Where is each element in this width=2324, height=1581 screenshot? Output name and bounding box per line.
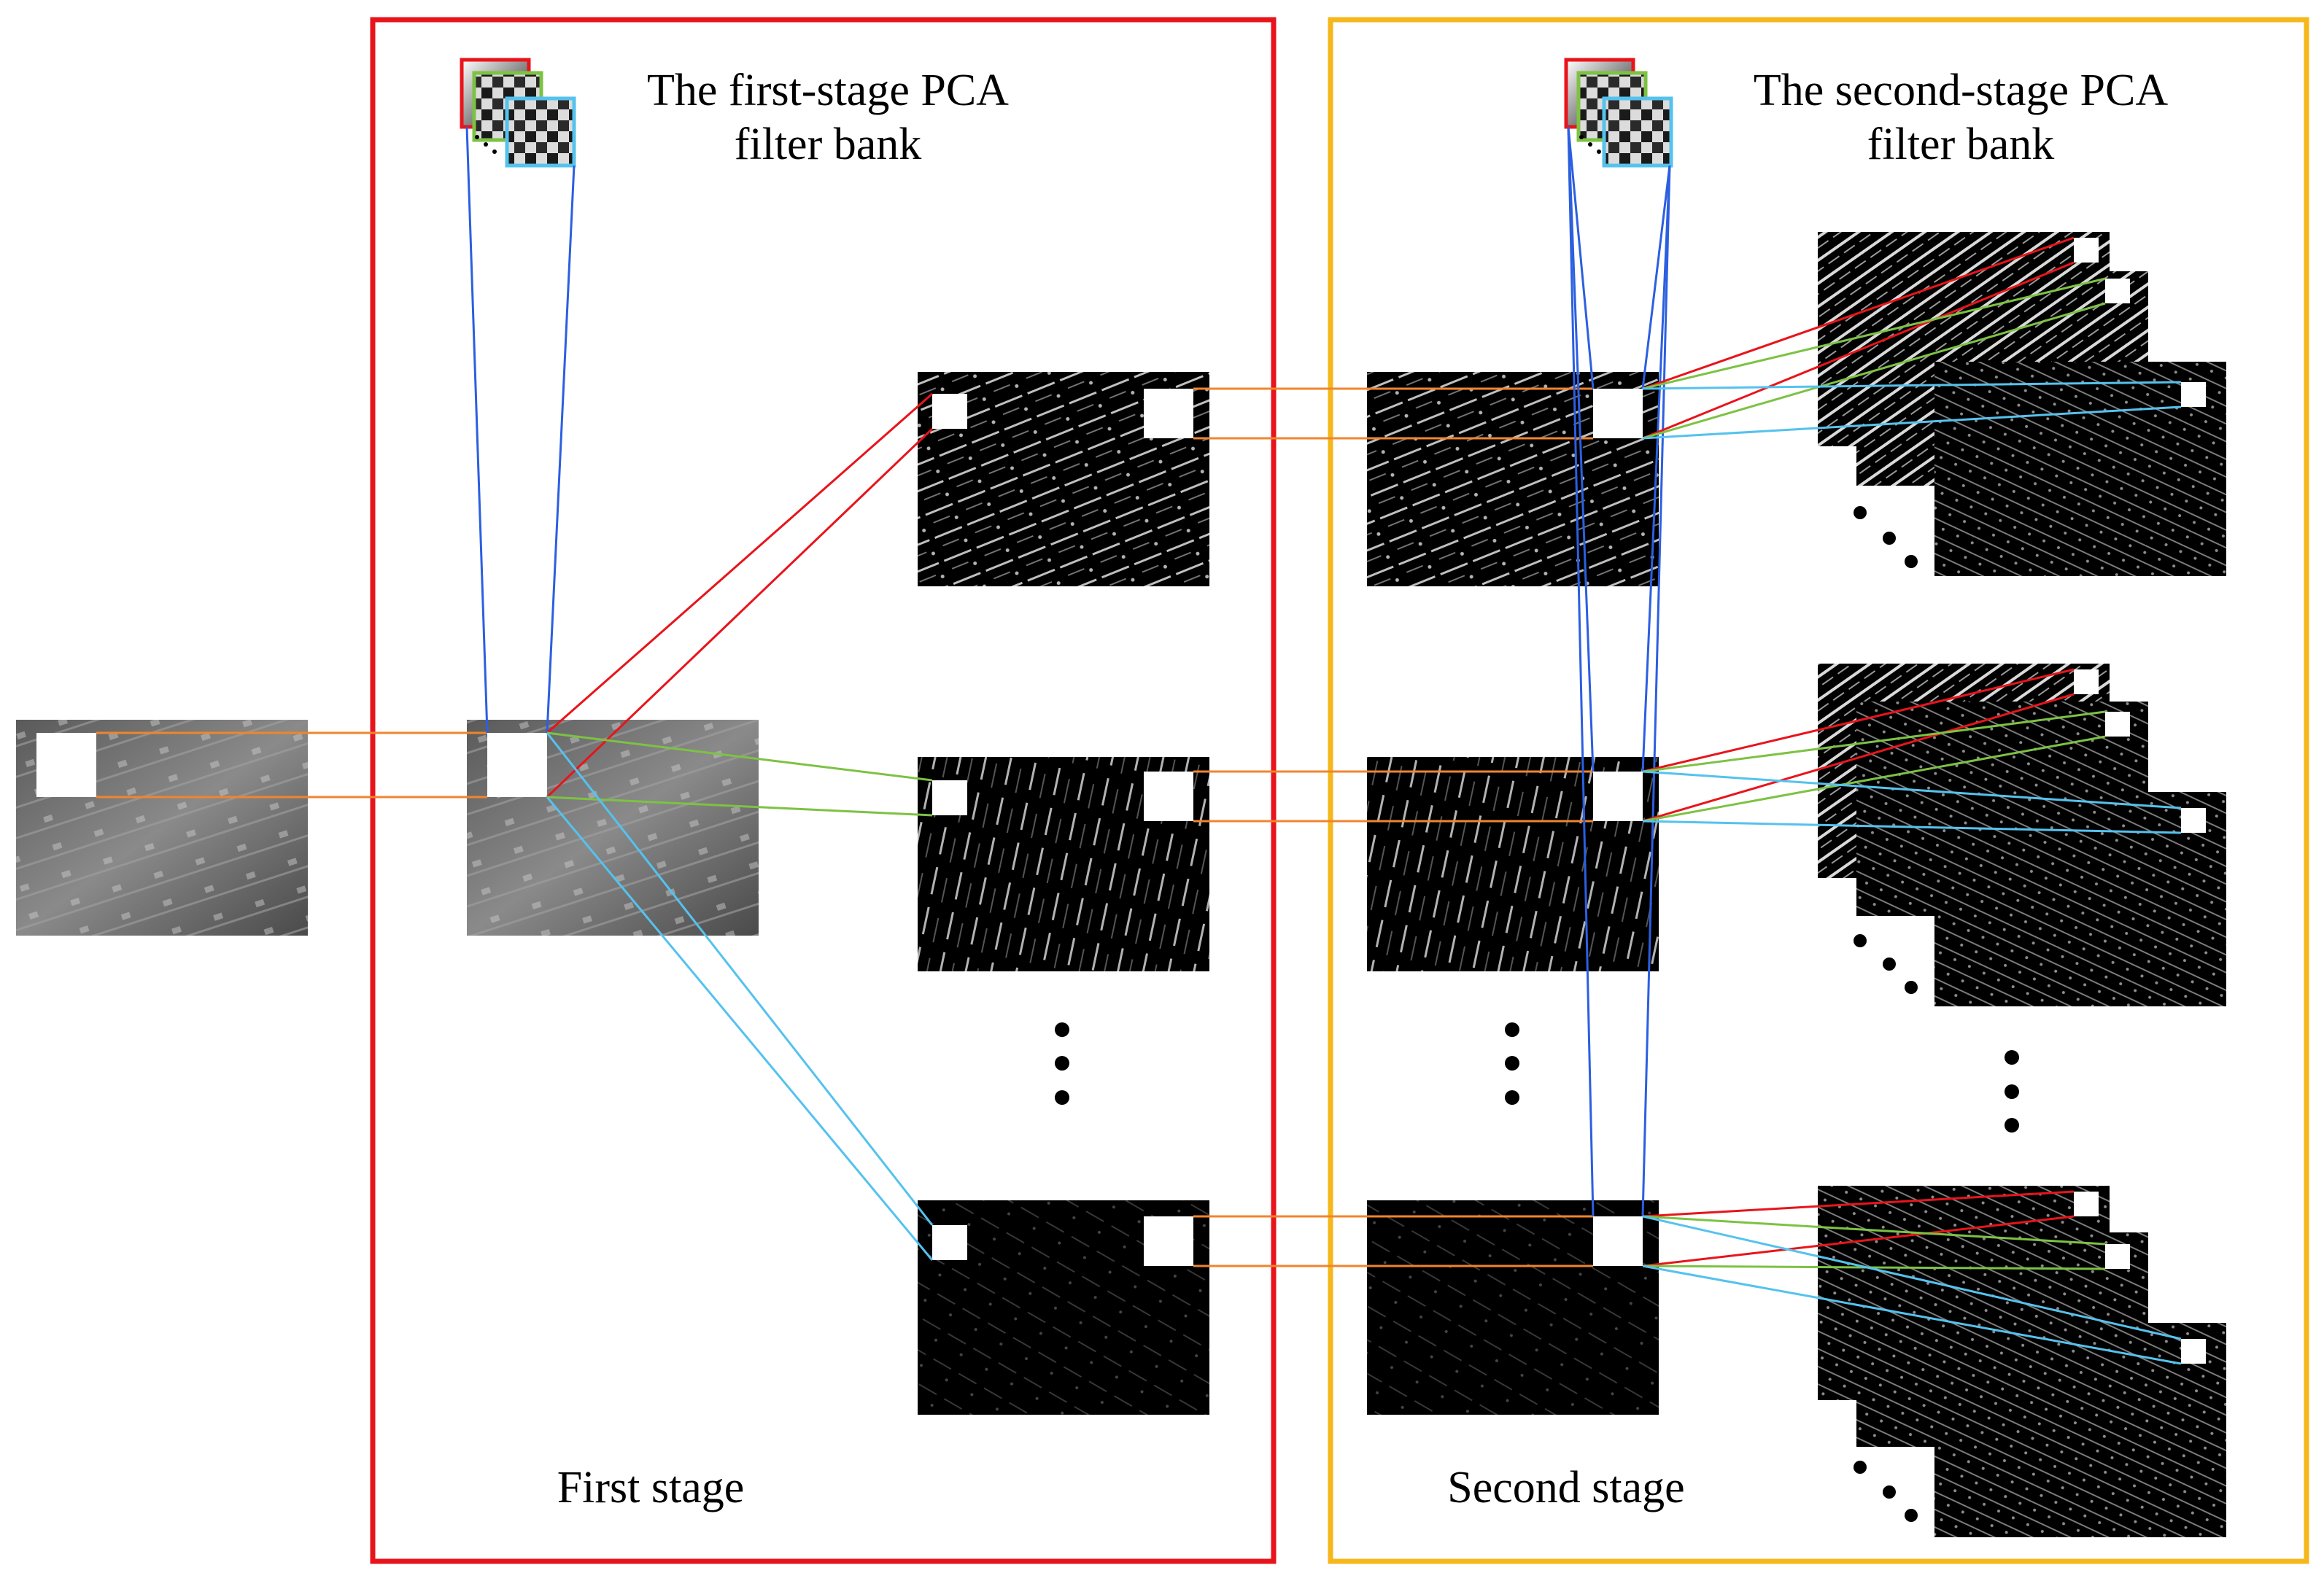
second-stage-output-stack-3 [1818,1186,2226,1537]
second-stage-frame [1328,17,2309,1564]
second-stage-input-map-1 [1367,372,1659,586]
first-stage-response-lines [546,392,934,1261]
second-stage-filter-link-lines [1567,126,1671,1217]
first-stage-feature-map-1 [918,372,1209,586]
second-stage-input-map-3 [1367,1200,1659,1415]
ellipsis-second-stage-inputs [1505,1022,1519,1105]
patch-link-lines [96,387,1593,1267]
first-stage-filter-bank-title-line1: The first-stage PCA [647,66,1009,115]
second-stage-filter-bank-icon [1564,58,1673,168]
first-stage-input-image [467,720,759,936]
first-stage-label: First stage [557,1463,745,1512]
first-stage-input-patch [487,733,547,797]
first-stage-filter-bank-title-line2: filter bank [735,120,922,169]
first-stage-filter-bank-icon [460,58,576,168]
second-stage-filter-bank-title-line2: filter bank [1867,120,2055,169]
second-stage-input-map-2 [1367,757,1659,971]
input-image [16,720,308,936]
first-stage-filter-link-lines [465,126,576,734]
first-stage-frame [370,17,1277,1564]
second-stage-label: Second stage [1447,1463,1684,1512]
first-stage-feature-map-3 [918,1200,1209,1415]
second-stage-response-lines [1642,236,2182,1365]
first-stage-feature-map-2 [918,757,1209,971]
ellipsis-first-stage [1055,1022,1069,1105]
ellipsis-second-stage-outputs [2005,1050,2019,1133]
second-stage-filter-bank-title-line1: The second-stage PCA [1754,66,2168,115]
input-patch [36,733,96,797]
